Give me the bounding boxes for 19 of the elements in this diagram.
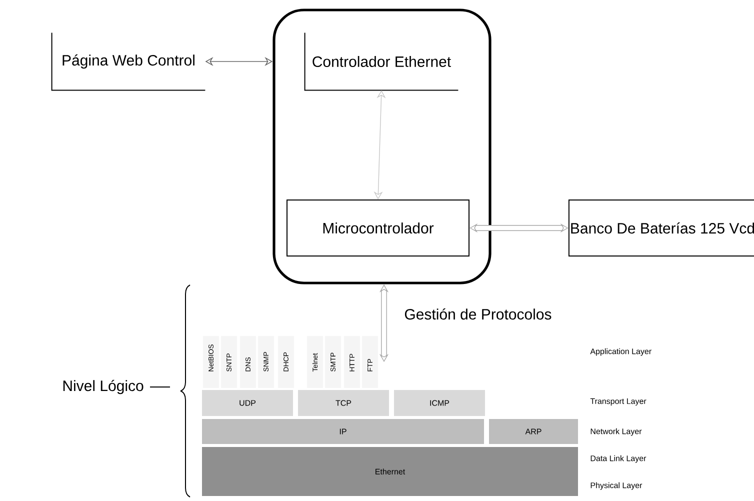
layer-label: Network Layer	[590, 428, 642, 436]
process-box: Banco De Baterías 125 Vcd	[568, 200, 754, 256]
protocol-block: ARP	[489, 419, 578, 444]
protocol-block: UDP	[202, 390, 293, 416]
arrow	[470, 223, 568, 233]
protocol-block: TCP	[298, 390, 389, 416]
layer-label: Data Link Layer	[590, 455, 646, 463]
layer-label: Transport Layer	[590, 398, 646, 406]
label: Nivel Lógico	[63, 380, 144, 394]
edge-label: Gestión de Protocolos	[404, 308, 552, 320]
text-box: Página Web Control	[51, 32, 206, 91]
controller-frame	[272, 8, 492, 284]
protocol-block: ICMP	[394, 390, 485, 416]
protocol-block: Ethernet	[202, 447, 578, 496]
layer-label: Physical Layer	[590, 482, 642, 490]
protocol-block: IP	[202, 419, 484, 444]
layer-label: Application Layer	[590, 348, 652, 356]
text-box: Controlador Ethernet	[304, 32, 459, 91]
process-box: Microcontrolador	[286, 200, 470, 256]
